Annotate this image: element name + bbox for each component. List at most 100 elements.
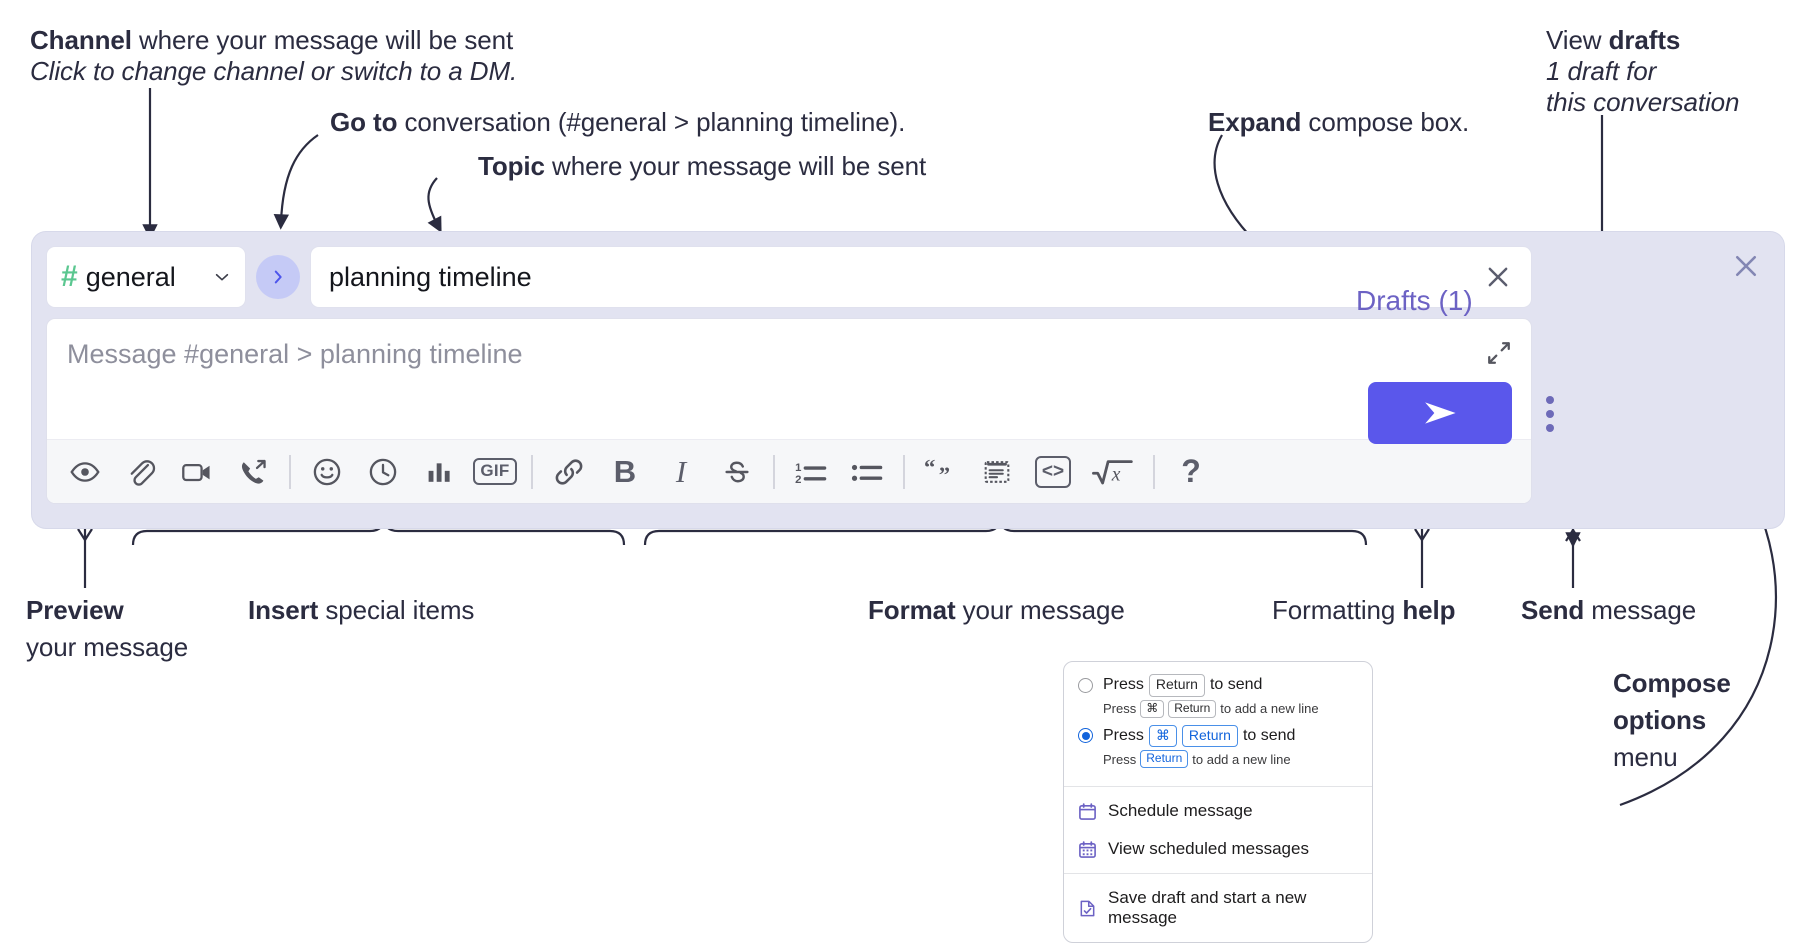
annotation-drafts-sub2-text: this conversation xyxy=(1546,87,1740,117)
menu-item-save-draft-label: Save draft and start a new message xyxy=(1108,888,1307,927)
annotation-send-rest: message xyxy=(1584,595,1697,625)
key-return: Return xyxy=(1140,750,1189,768)
opt2-pre: Press xyxy=(1103,726,1144,744)
goto-conversation-button[interactable] xyxy=(256,255,300,299)
gif-icon[interactable]: GIF xyxy=(473,450,517,494)
radio-option-return-label: Press Return to send xyxy=(1103,674,1262,697)
save-draft-icon xyxy=(1078,899,1097,918)
opt1-post: to send xyxy=(1209,676,1263,694)
inline-code-icon[interactable]: <> xyxy=(1031,450,1075,494)
compose-header-row: # general planning timeline xyxy=(46,246,1532,308)
menu-divider-1 xyxy=(1064,786,1372,787)
compose-options-button[interactable] xyxy=(1530,392,1570,436)
annotation-compose-options-bold1: Compose xyxy=(1613,668,1731,698)
annotation-insert-bold: Insert xyxy=(248,595,319,625)
attachment-icon[interactable] xyxy=(119,450,163,494)
help-icon[interactable]: ? xyxy=(1169,450,1213,494)
calendar-schedule-icon xyxy=(1078,802,1097,821)
annotation-drafts-sub1-text: 1 draft for xyxy=(1546,56,1657,86)
opt2-sub-post: to add a new line xyxy=(1192,751,1291,767)
bold-icon[interactable]: B xyxy=(603,450,647,494)
preview-icon[interactable] xyxy=(63,450,107,494)
annotation-preview-bold: Preview xyxy=(26,595,124,625)
radio-option-cmd-return-hint: Press Return to add a new line xyxy=(1064,750,1372,768)
menu-item-view-scheduled-label: View scheduled messages xyxy=(1108,839,1309,858)
annotation-compose-options-2: options xyxy=(1613,702,1706,739)
toolbar-divider-5 xyxy=(1153,454,1155,489)
annotation-channel-bold: Channel xyxy=(30,25,132,55)
annotation-channel: Channel where your message will be sent xyxy=(30,22,513,59)
strikethrough-icon[interactable] xyxy=(715,450,759,494)
expand-icon[interactable] xyxy=(1481,335,1517,371)
radio-button-unselected[interactable] xyxy=(1078,677,1093,693)
video-icon[interactable] xyxy=(175,450,219,494)
opt1-sub-post: to add a new line xyxy=(1220,701,1319,716)
topic-field[interactable]: planning timeline xyxy=(310,246,1532,308)
annotation-topic-rest: where your message will be sent xyxy=(544,151,927,181)
annotation-help-pre: Formatting xyxy=(1272,595,1403,625)
annotation-insert-rest: special items xyxy=(318,595,475,625)
annotation-format-bold: Format xyxy=(868,595,956,625)
annotation-insert: Insert special items xyxy=(248,592,474,629)
annotation-preview-sub-text: your message xyxy=(26,632,189,662)
bulleted-list-icon[interactable] xyxy=(845,450,889,494)
blockquote-icon[interactable]: “ ” xyxy=(919,450,963,494)
annotation-format-rest: your message xyxy=(955,595,1125,625)
close-icon[interactable] xyxy=(1726,246,1766,286)
gif-label: GIF xyxy=(473,458,517,485)
close-icon[interactable] xyxy=(1475,254,1521,300)
toolbar-divider-3 xyxy=(773,454,775,489)
compose-options-menu: Press Return to send Press ⌘ Return to a… xyxy=(1063,661,1373,943)
link-icon[interactable] xyxy=(547,450,591,494)
math-icon[interactable]: x xyxy=(1087,450,1139,494)
kebab-dot-2 xyxy=(1546,410,1554,418)
kebab-dot-3 xyxy=(1546,424,1554,432)
menu-item-schedule-message[interactable]: Schedule message xyxy=(1064,792,1372,830)
toolbar-divider-4 xyxy=(903,454,905,489)
code-block-icon[interactable] xyxy=(975,450,1019,494)
annotation-drafts-sub2: this conversation xyxy=(1546,84,1740,121)
svg-text:x: x xyxy=(1111,464,1121,485)
radio-option-return[interactable]: Press Return to send xyxy=(1064,674,1372,697)
drafts-link[interactable]: Drafts (1) xyxy=(1356,285,1473,316)
menu-item-save-draft[interactable]: Save draft and start a new message xyxy=(1064,879,1372,937)
annotation-help-bold: help xyxy=(1402,595,1456,625)
annotation-goto: Go to conversation (#general > planning … xyxy=(330,104,905,141)
opt1-pre: Press xyxy=(1103,676,1144,694)
annotation-send: Send message xyxy=(1521,592,1696,629)
draft-section: Save draft and start a new message xyxy=(1064,874,1372,942)
audio-huddle-icon[interactable] xyxy=(231,450,275,494)
italic-label: I xyxy=(675,453,687,489)
annotation-compose-options-bold2: options xyxy=(1613,705,1707,735)
annotation-goto-rest: conversation (#general > planning timeli… xyxy=(397,107,906,137)
ordered-list-icon[interactable]: 1 2 xyxy=(789,450,833,494)
key-return: Return xyxy=(1148,674,1205,697)
annotation-send-bold: Send xyxy=(1521,595,1585,625)
compose-panel: # general planning timeline xyxy=(32,232,1784,528)
send-button[interactable] xyxy=(1368,382,1512,444)
poll-icon[interactable] xyxy=(417,450,461,494)
schedule-section: Schedule message View scheduled messages xyxy=(1064,787,1372,873)
annotation-channel-sub: Click to change channel or switch to a D… xyxy=(30,53,517,90)
radio-button-selected[interactable] xyxy=(1078,728,1093,744)
clock-icon[interactable] xyxy=(361,450,405,494)
send-icon xyxy=(1425,402,1456,424)
channel-selector[interactable]: # general xyxy=(46,246,246,308)
annotation-compose-options-3: menu xyxy=(1613,739,1678,776)
compose-right-rail: Drafts (1) xyxy=(1356,232,1784,528)
annotation-format: Format your message xyxy=(868,592,1125,629)
menu-item-view-scheduled[interactable]: View scheduled messages xyxy=(1064,830,1372,868)
message-input[interactable]: Message #general > planning timeline xyxy=(47,319,1531,439)
svg-text:2: 2 xyxy=(795,473,801,485)
annotation-compose-options-rest: menu xyxy=(1613,742,1678,772)
annotation-topic-bold: Topic xyxy=(478,151,545,181)
emoji-icon[interactable] xyxy=(305,450,349,494)
radio-option-cmd-return[interactable]: Press ⌘ Return to send xyxy=(1064,724,1372,747)
key-command: ⌘ xyxy=(1148,724,1177,747)
annotation-drafts-pre: View xyxy=(1546,25,1609,55)
italic-icon[interactable]: I xyxy=(659,450,703,494)
annotation-preview-sub: your message xyxy=(26,629,188,666)
annotation-help: Formatting help xyxy=(1272,592,1456,629)
svg-text:”: ” xyxy=(939,462,950,487)
channel-name: general xyxy=(85,261,176,292)
